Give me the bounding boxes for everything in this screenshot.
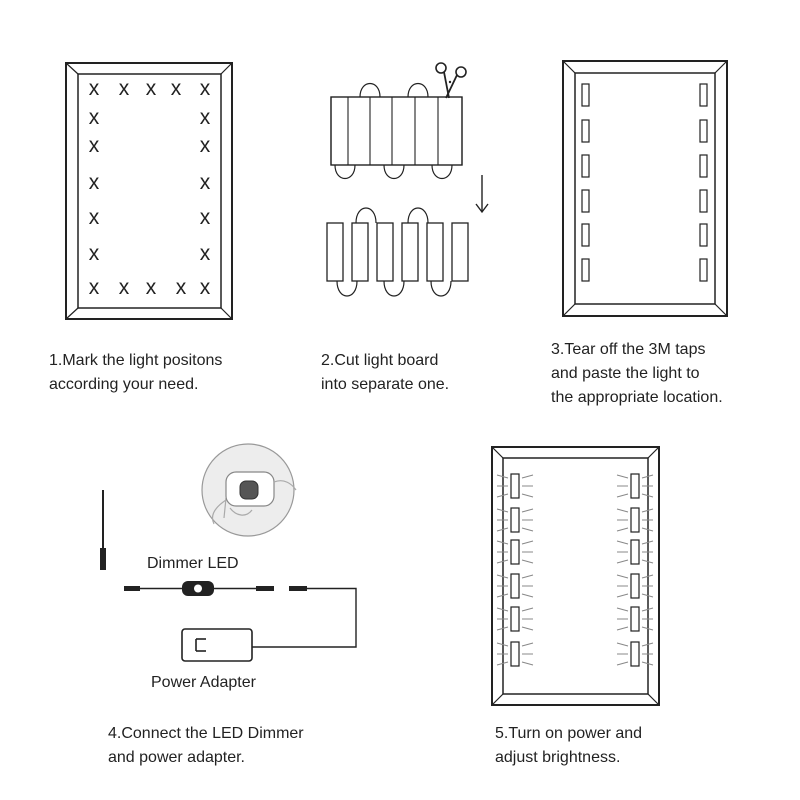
lit-lamp xyxy=(510,539,520,565)
tape-slot xyxy=(699,83,708,107)
step3-tape-slots xyxy=(581,83,708,282)
x-mark: x xyxy=(89,106,100,129)
step1-caption-line: 1.Mark the light positons xyxy=(49,352,223,369)
step3-caption-line: the appropriate location. xyxy=(551,389,723,406)
tape-slot xyxy=(699,223,708,247)
x-mark: x xyxy=(200,206,211,229)
step5-caption-line: adjust brightness. xyxy=(495,749,621,766)
step3-caption-line: and paste the light to xyxy=(551,365,700,382)
lit-lamp xyxy=(510,573,520,599)
x-mark: x xyxy=(200,77,211,100)
step3-caption-line: 3.Tear off the 3M taps xyxy=(551,341,706,358)
tape-slot xyxy=(581,154,590,178)
x-mark: x xyxy=(89,77,100,100)
tape-slot xyxy=(699,154,708,178)
light-module xyxy=(351,222,369,282)
step4-caption: 4.Connect the LED Dimmer and power adapt… xyxy=(108,722,304,770)
step5-mirror xyxy=(491,446,660,706)
light-module xyxy=(451,222,469,282)
lit-lamp xyxy=(510,507,520,533)
x-mark: x xyxy=(119,276,130,299)
tape-slot xyxy=(581,223,590,247)
tape-slot xyxy=(581,258,590,282)
x-mark: x xyxy=(89,134,100,157)
lit-lamp xyxy=(630,473,640,499)
step1-caption-line: according your need. xyxy=(49,376,199,393)
tape-slot xyxy=(699,189,708,213)
step4-wiring xyxy=(100,443,357,662)
dimmer-led-label: Dimmer LED xyxy=(147,555,239,572)
x-mark: x xyxy=(89,171,100,194)
step5-lit-lamps xyxy=(496,473,654,667)
x-mark: x xyxy=(200,276,211,299)
lit-lamp xyxy=(630,606,640,632)
arrow-down-icon xyxy=(475,175,489,214)
step5-caption: 5.Turn on power and adjust brightness. xyxy=(495,722,642,770)
tape-slot xyxy=(699,119,708,143)
lit-lamp xyxy=(630,573,640,599)
light-module xyxy=(401,222,419,282)
x-mark: x xyxy=(176,276,187,299)
x-mark: x xyxy=(146,276,157,299)
x-mark: x xyxy=(89,206,100,229)
step5-caption-line: 5.Turn on power and xyxy=(495,725,643,742)
x-mark: x xyxy=(200,171,211,194)
x-mark: x xyxy=(89,276,100,299)
step2-caption: 2.Cut light board into separate one. xyxy=(321,349,449,397)
x-mark: x xyxy=(171,77,182,100)
light-module xyxy=(426,222,444,282)
x-mark: x xyxy=(200,242,211,265)
step4-caption-line: and power adapter. xyxy=(108,749,245,766)
tape-slot xyxy=(581,83,590,107)
x-mark: x xyxy=(200,106,211,129)
step3-mirror xyxy=(562,60,728,317)
lit-lamp xyxy=(510,641,520,667)
lit-lamp xyxy=(510,606,520,632)
lit-lamp xyxy=(630,507,640,533)
light-module xyxy=(376,222,394,282)
step2-caption-line: into separate one. xyxy=(321,376,450,393)
x-mark: x xyxy=(89,242,100,265)
x-mark: x xyxy=(200,134,211,157)
step2-caption-line: 2.Cut light board xyxy=(321,352,439,369)
tape-slot xyxy=(699,258,708,282)
step3-caption: 3.Tear off the 3M taps and paste the lig… xyxy=(551,338,723,410)
tape-slot xyxy=(581,119,590,143)
step2-light-board xyxy=(326,62,489,297)
dimmer-switch-icon xyxy=(201,443,297,537)
lit-lamp xyxy=(630,539,640,565)
scissors-icon xyxy=(435,62,467,99)
light-module xyxy=(326,222,344,282)
lit-lamp xyxy=(630,641,640,667)
x-mark: x xyxy=(119,77,130,100)
separated-light-modules xyxy=(326,207,469,297)
power-plug-icon xyxy=(181,628,253,662)
lit-lamp xyxy=(510,473,520,499)
step4-caption-line: 4.Connect the LED Dimmer xyxy=(108,725,304,742)
power-adapter-label: Power Adapter xyxy=(151,674,256,691)
x-mark: x xyxy=(146,77,157,100)
step1-caption: 1.Mark the light positons according your… xyxy=(49,349,222,397)
tape-slot xyxy=(581,189,590,213)
light-board-strip xyxy=(330,82,463,180)
